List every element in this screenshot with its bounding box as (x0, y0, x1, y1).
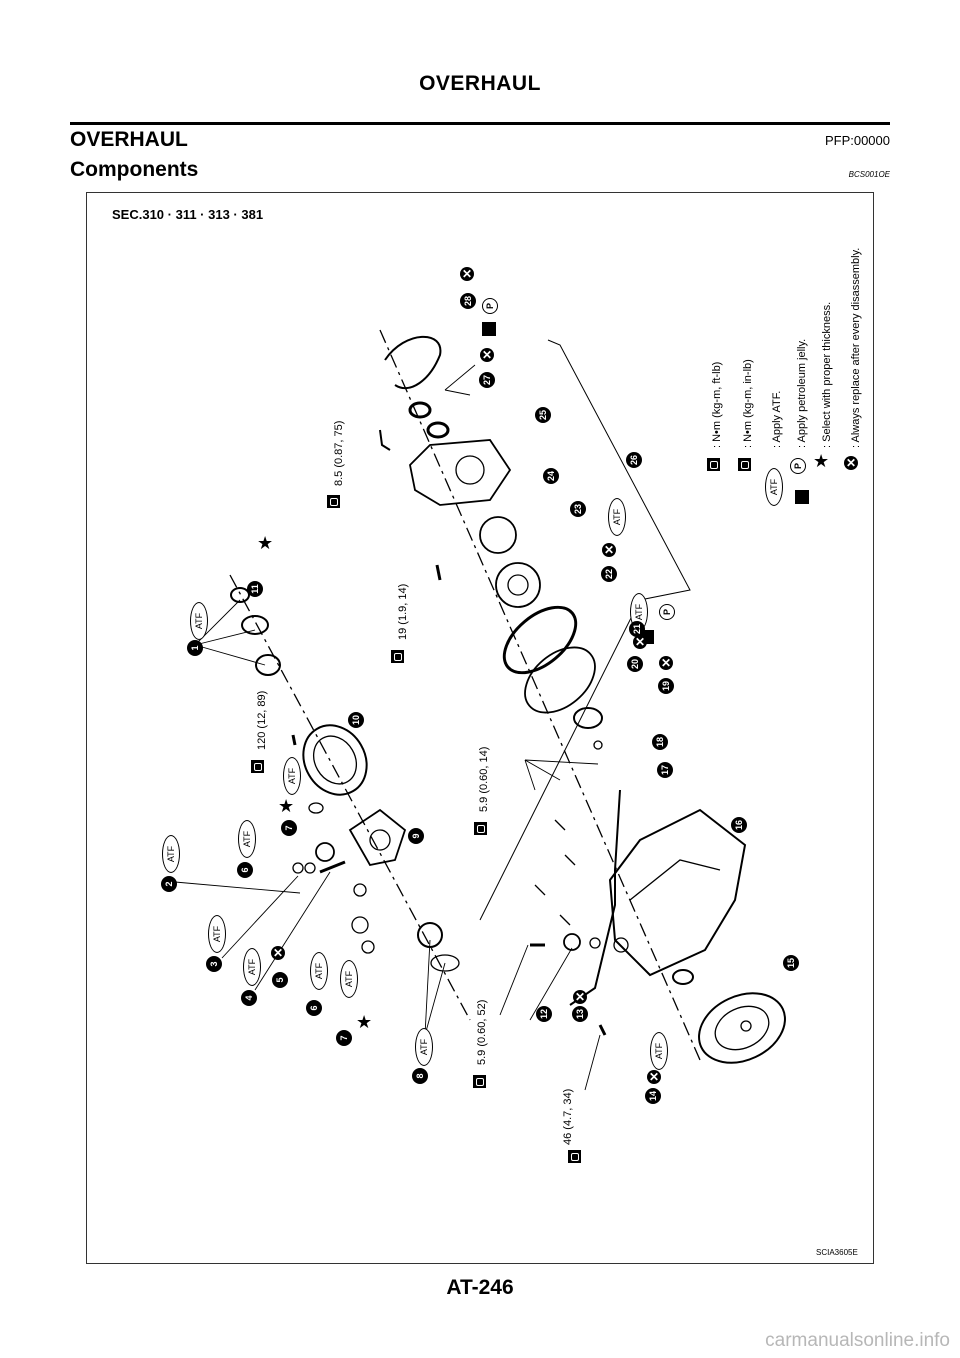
callout-number: 13 (572, 1006, 588, 1022)
select-thickness-star-icon: ★ (257, 533, 274, 553)
legend-torque-inlb-icon (738, 458, 751, 471)
callout-number: 16 (731, 817, 747, 833)
legend-replace-icon: ✕ (844, 456, 858, 470)
replace-part-icon: ✕ (633, 635, 647, 649)
torque-wrench-icon (474, 822, 487, 835)
torque-wrench-icon (327, 495, 340, 508)
legend-torque-inlb: : N•m (kg-m, in-lb) (742, 359, 754, 448)
callout-number: 11 (247, 581, 263, 597)
torque-wrench-icon (473, 1075, 486, 1088)
callout-number: 17 (657, 762, 673, 778)
torque-wrench-icon (251, 760, 264, 773)
callout-number: 28 (460, 293, 476, 309)
callout-number: 20 (627, 656, 643, 672)
section-title: OVERHAUL (70, 128, 188, 151)
callout-number: 12 (536, 1006, 552, 1022)
header-rule (70, 122, 890, 125)
torque-value: 5.9 (0.60, 14) (478, 746, 490, 812)
legend-torque-ftlb: : N•m (kg-m, ft-lb) (711, 361, 723, 448)
callout-number: 5 (272, 972, 288, 988)
petroleum-jelly-icon (482, 322, 496, 336)
legend-atf-icon: ATF (765, 468, 783, 506)
legend-jelly: : Apply petroleum jelly. (796, 338, 808, 448)
callout-number: 19 (658, 678, 674, 694)
callout-number: 24 (543, 468, 559, 484)
legend-thickness: : Select with proper thickness. (821, 301, 833, 448)
running-header: OVERHAUL (419, 72, 541, 95)
legend-replace: : Always replace after every disassembly… (850, 247, 862, 448)
figure-code: SCIA3605E (816, 1248, 858, 1257)
watermark: carmanualsonline.info (765, 1330, 950, 1351)
atf-tag: ATF (190, 602, 208, 640)
callout-number: 22 (601, 566, 617, 582)
callout-number: 25 (535, 407, 551, 423)
atf-tag: ATF (283, 757, 301, 795)
figure-frame (86, 192, 874, 1264)
callout-number: 6 (306, 1000, 322, 1016)
atf-tag: ATF (340, 960, 358, 998)
replace-part-icon: ✕ (573, 990, 587, 1004)
callout-number: 9 (408, 828, 424, 844)
callout-number: 10 (348, 712, 364, 728)
atf-tag: ATF (238, 820, 256, 858)
legend-star-icon: ★ (813, 451, 830, 471)
petroleum-jelly-p-icon: P (482, 298, 498, 314)
replace-part-icon: ✕ (659, 656, 673, 670)
legend-torque-ftlb-icon (707, 458, 720, 471)
atf-tag: ATF (310, 952, 328, 990)
replace-part-icon: ✕ (480, 348, 494, 362)
torque-wrench-icon (391, 650, 404, 663)
replace-part-icon: ✕ (460, 267, 474, 281)
callout-number: 2 (161, 876, 177, 892)
callout-number: 4 (241, 990, 257, 1006)
select-thickness-star-icon: ★ (278, 796, 295, 816)
section-reference-label: SEC.310 · 311 · 313 · 381 (112, 207, 264, 222)
torque-wrench-icon (568, 1150, 581, 1163)
torque-value: 46 (4.7, 34) (562, 1088, 574, 1145)
callout-number: 7 (281, 820, 297, 836)
callout-number: 18 (652, 734, 668, 750)
replace-part-icon: ✕ (271, 946, 285, 960)
atf-tag: ATF (650, 1032, 668, 1070)
section-code: PFP:00000 (824, 133, 890, 148)
subsection-title: Components (70, 158, 199, 181)
callout-number: 23 (570, 501, 586, 517)
atf-tag: ATF (415, 1028, 433, 1066)
select-thickness-star-icon: ★ (356, 1012, 373, 1032)
callout-number: 8 (412, 1068, 428, 1084)
atf-tag: ATF (608, 498, 626, 536)
callout-number: 26 (626, 452, 642, 468)
callout-number: 27 (479, 372, 495, 388)
torque-value: 120 (12, 89) (256, 690, 268, 750)
callout-number: 14 (645, 1088, 661, 1104)
page-number: AT-246 (446, 1276, 514, 1299)
legend-petroleum-jelly-p-icon: P (790, 458, 806, 474)
legend-petroleum-jelly-icon (795, 490, 809, 504)
callout-number: 6 (237, 862, 253, 878)
petroleum-jelly-p-icon: P (659, 604, 675, 620)
legend-atf: : Apply ATF. (771, 390, 783, 448)
callout-number: 15 (783, 955, 799, 971)
replace-part-icon: ✕ (602, 543, 616, 557)
atf-tag: ATF (208, 915, 226, 953)
torque-value: 5.9 (0.60, 52) (476, 999, 488, 1065)
replace-part-icon: ✕ (647, 1070, 661, 1084)
torque-value: 8.5 (0.87, 75) (333, 420, 345, 486)
callout-number: 1 (187, 640, 203, 656)
callout-number: 7 (336, 1030, 352, 1046)
subsection-code: BCS001OE (848, 170, 890, 179)
callout-number: 3 (206, 956, 222, 972)
atf-tag: ATF (162, 835, 180, 873)
atf-tag: ATF (243, 948, 261, 986)
torque-value: 19 (1.9, 14) (397, 583, 409, 640)
